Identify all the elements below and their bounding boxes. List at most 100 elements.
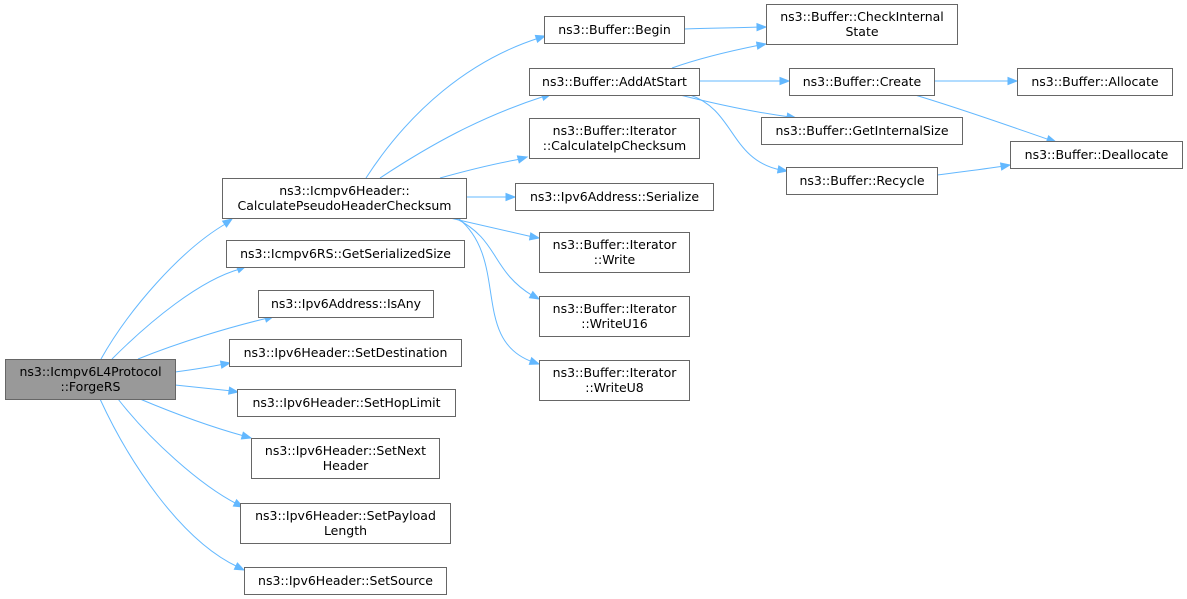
node-set-hop-limit[interactable]: ns3::Ipv6Header::SetHopLimit — [237, 389, 456, 417]
node-forge-rs: ns3::Icmpv6L4Protocol::ForgeRS — [5, 359, 176, 400]
edge-buffer-add-at-start-to-buffer-create — [699, 76, 791, 86]
edge-calc-pseudo-to-buffer-add-at-start — [379, 92, 553, 179]
edge-calc-pseudo-to-iter-write — [449, 217, 541, 241]
edge-buffer-add-at-start-to-buffer-recycle — [689, 94, 789, 174]
node-iter-calc-ip-checksum[interactable]: ns3::Buffer::Iterator::CalculateIpChecks… — [529, 118, 700, 159]
node-ipv6addr-serialize[interactable]: ns3::Ipv6Address::Serialize — [515, 183, 714, 211]
node-box — [539, 296, 690, 337]
arrowhead — [776, 165, 789, 174]
node-buffer-add-at-start[interactable]: ns3::Buffer::AddAtStart — [529, 68, 700, 96]
edge-buffer-create-to-buffer-deallocate — [914, 94, 1058, 143]
node-set-source[interactable]: ns3::Ipv6Header::SetSource — [244, 567, 447, 595]
node-box — [251, 438, 440, 479]
node-label-line: ns3::Buffer::Begin — [558, 22, 671, 37]
node-buffer-recycle[interactable]: ns3::Buffer::Recycle — [786, 167, 938, 195]
node-label-line: ns3::Icmpv6RS::GetSerializedSize — [240, 246, 451, 261]
node-box — [539, 232, 690, 273]
node-buffer-create[interactable]: ns3::Buffer::Create — [789, 68, 935, 96]
arrowhead — [516, 155, 529, 164]
node-box — [258, 290, 434, 318]
node-label-line: ::WriteU8 — [585, 380, 644, 395]
node-get-serialized-size[interactable]: ns3::Icmpv6RS::GetSerializedSize — [226, 240, 465, 268]
node-label-line: ns3::Buffer::Iterator — [553, 237, 678, 252]
node-box — [1017, 68, 1173, 96]
node-buffer-begin[interactable]: ns3::Buffer::Begin — [544, 16, 685, 44]
edge-buffer-add-at-start-to-buffer-get-internal-size — [679, 94, 798, 121]
node-label-line: ns3::Ipv6Header::SetSource — [258, 573, 433, 588]
edge-calc-pseudo-to-iter-write-u16 — [454, 217, 541, 300]
node-box — [237, 389, 456, 417]
node-box — [240, 503, 451, 544]
node-iter-write-u8[interactable]: ns3::Buffer::Iterator::WriteU8 — [539, 360, 690, 401]
arrowhead — [534, 34, 547, 43]
node-box — [544, 16, 685, 44]
arrowhead — [1007, 76, 1019, 86]
node-label-line: Length — [324, 523, 367, 538]
edge-forge-rs-to-calc-pseudo — [100, 218, 234, 360]
node-box — [515, 183, 714, 211]
node-label-line: ns3::Ipv6Header::SetNext — [265, 443, 426, 458]
node-box — [786, 167, 938, 195]
node-box — [529, 118, 700, 159]
node-iter-write-u16[interactable]: ns3::Buffer::Iterator::WriteU16 — [539, 296, 690, 337]
node-box — [529, 68, 700, 96]
edge-buffer-recycle-to-buffer-deallocate — [936, 162, 1012, 176]
node-label-line: ::WriteU16 — [581, 316, 648, 331]
node-label-line: ns3::Icmpv6Header:: — [279, 183, 410, 198]
node-label-line: ns3::Ipv6Header::SetPayload — [255, 508, 436, 523]
node-buffer-deallocate[interactable]: ns3::Buffer::Deallocate — [1010, 141, 1183, 169]
arrowhead — [528, 232, 541, 241]
node-box — [5, 359, 176, 400]
node-box — [226, 240, 465, 268]
node-label-line: ns3::Buffer::CheckInternal — [780, 9, 944, 24]
edges-layer — [99, 22, 1058, 571]
arrowhead — [528, 290, 541, 300]
arrowhead — [779, 76, 791, 86]
node-set-destination[interactable]: ns3::Ipv6Header::SetDestination — [229, 339, 462, 367]
node-label-line: ns3::Buffer::GetInternalSize — [775, 123, 948, 138]
node-calc-pseudo[interactable]: ns3::Icmpv6Header::CalculatePseudoHeader… — [222, 178, 467, 219]
node-label-line: CalculatePseudoHeaderChecksum — [238, 198, 452, 213]
node-box — [229, 339, 462, 367]
edge-buffer-add-at-start-to-buffer-check-internal-state — [671, 41, 768, 69]
node-label-line: ::ForgeRS — [61, 379, 121, 394]
edge-forge-rs-to-set-destination — [174, 360, 232, 373]
edge-calc-pseudo-to-buffer-begin — [365, 34, 547, 179]
node-label-line: ns3::Buffer::AddAtStart — [542, 74, 687, 89]
arrowhead — [505, 192, 517, 202]
node-label-line: ns3::Buffer::Recycle — [799, 173, 924, 188]
node-iter-write[interactable]: ns3::Buffer::Iterator::Write — [539, 232, 690, 273]
arrowhead — [755, 41, 768, 50]
node-box — [789, 68, 935, 96]
node-box — [1010, 141, 1183, 169]
node-box — [761, 117, 963, 145]
node-label-line: ns3::Ipv6Header::SetHopLimit — [253, 395, 441, 410]
arrowhead — [756, 22, 768, 32]
arrowhead — [221, 218, 234, 228]
edge-forge-rs-to-set-hop-limit — [174, 384, 240, 395]
node-box — [766, 4, 958, 45]
node-label-line: ns3::Buffer::Iterator — [553, 301, 678, 316]
node-label-line: Header — [323, 458, 369, 473]
arrowhead — [227, 386, 240, 395]
arrowhead — [999, 162, 1012, 171]
edge-buffer-begin-to-buffer-check-internal-state — [683, 22, 768, 32]
node-is-any[interactable]: ns3::Ipv6Address::IsAny — [258, 290, 434, 318]
nodes-layer: ns3::Icmpv6L4Protocol::ForgeRS ns3::Icmpv… — [5, 4, 1183, 595]
edge-forge-rs-to-set-source — [99, 398, 246, 571]
node-buffer-get-internal-size[interactable]: ns3::Buffer::GetInternalSize — [761, 117, 963, 145]
arrowhead — [219, 360, 232, 369]
arrowhead — [233, 562, 246, 571]
node-label-line: ::CalculateIpChecksum — [543, 138, 687, 153]
node-label-line: ns3::Ipv6Address::IsAny — [271, 296, 422, 311]
node-box — [244, 567, 447, 595]
node-buffer-allocate[interactable]: ns3::Buffer::Allocate — [1017, 68, 1173, 96]
edge-calc-pseudo-to-iter-write-u8 — [457, 217, 541, 365]
edge-calc-pseudo-to-iter-calc-ip-checksum — [439, 155, 529, 179]
node-label-line: ns3::Buffer::Create — [803, 74, 922, 89]
edge-buffer-create-to-buffer-allocate — [934, 76, 1019, 86]
